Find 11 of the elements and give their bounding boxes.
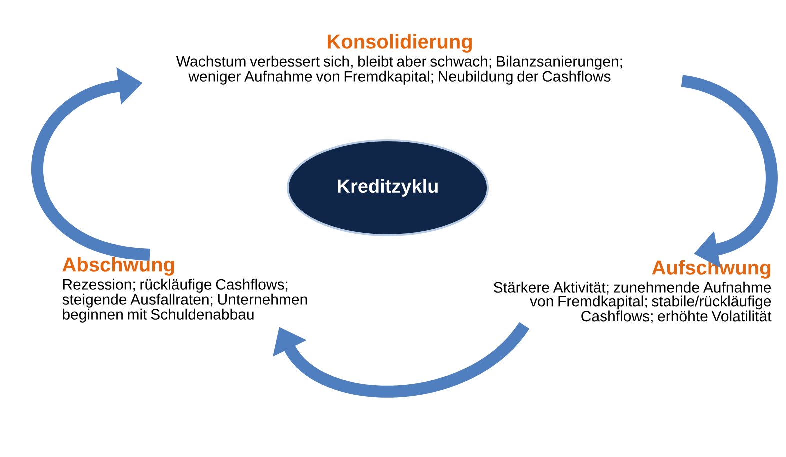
heading: Aufschwung [652,260,770,279]
heading: Abschwung [62,257,174,276]
heading: Konsolidierung [328,34,472,53]
curved-arrow [680,75,778,268]
curved-arrow [32,67,151,261]
description-text: Rezession; rückläufige Cashflows; steigende Ausfallraten; Unternehmen beginnen mit Schuldenabbau [62,278,308,323]
curved-arrow [273,322,530,398]
center-label: Kreditzyklu [338,179,438,197]
cycle-ellipse [287,140,489,236]
description-text: Stärkere Aktivität; zunehmende Aufnahme von Fremdkapital; stabile/rückläufige Cashflows; erhöhte Volatilität [494,282,772,324]
description-text: Wachstum verbessert sich, bleibt aber schwach; Bilanzsanierungen; weniger Aufnahme von Fremdkapital; Neubildung der Cashflows [176,56,622,85]
